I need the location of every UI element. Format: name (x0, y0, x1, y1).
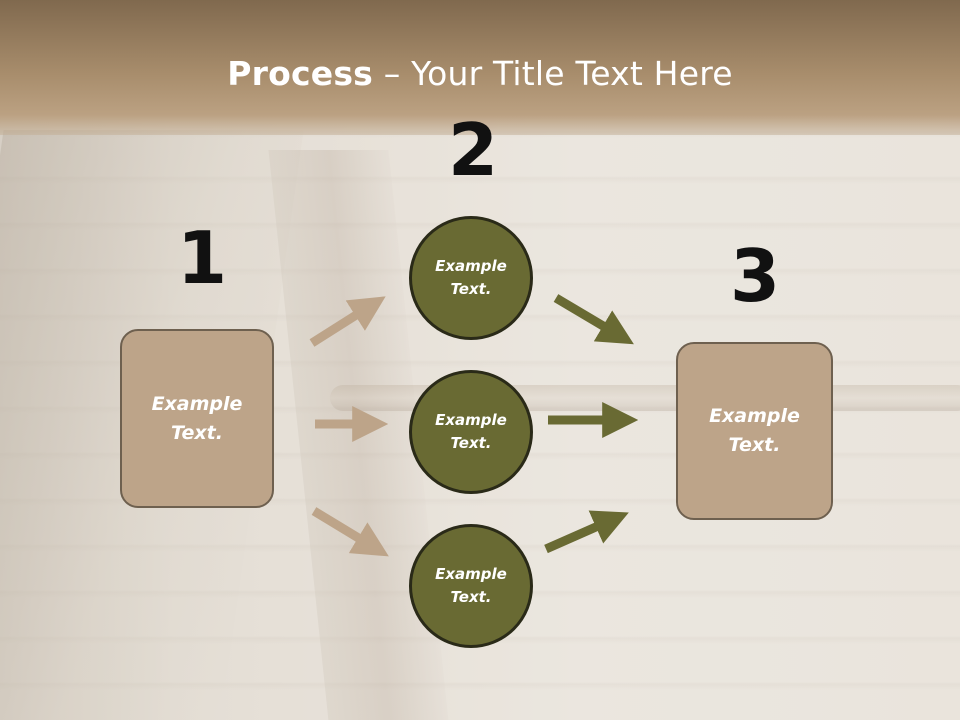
title-bold: Process (227, 54, 374, 93)
step-number-2: 2 (448, 108, 499, 192)
step-2-circle-middle: Example Text. (409, 370, 533, 494)
arrow-box1-to-circle-bottom (311, 507, 389, 557)
slide-title: Process – Your Title Text Here (0, 54, 960, 93)
step-number-1: 1 (177, 216, 228, 300)
step-number-3: 3 (730, 234, 781, 318)
arrow-circle-bottom-to-box3 (544, 510, 629, 554)
circle-top-text: Example Text. (435, 257, 507, 298)
step-1-text: Example Text. (151, 392, 243, 444)
arrow-circle-top-to-box3 (553, 294, 634, 345)
step-2-circle-bottom: Example Text. (409, 524, 533, 648)
circle-middle-text: Example Text. (435, 411, 507, 452)
circle-bottom-text: Example Text. (435, 565, 507, 606)
step-3-text: Example Text. (709, 405, 800, 456)
title-bar (0, 0, 960, 135)
step-2-circle-top: Example Text. (409, 216, 533, 340)
arrow-box1-to-circle-top (309, 296, 386, 347)
step-3-box: Example Text. (676, 342, 833, 520)
step-1-box: Example Text. (120, 329, 274, 508)
title-rest: – Your Title Text Here (373, 54, 733, 93)
